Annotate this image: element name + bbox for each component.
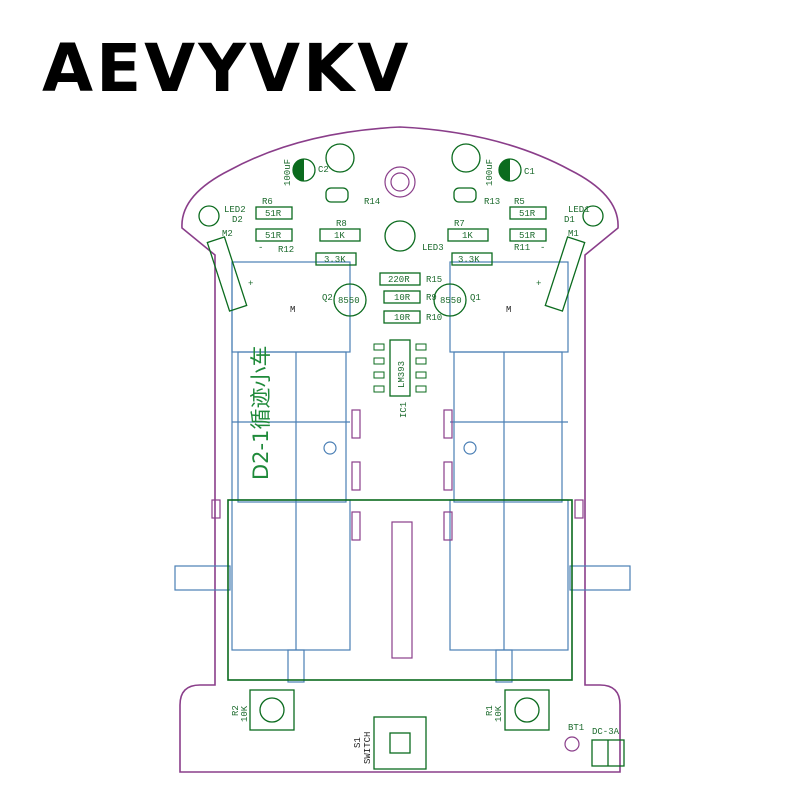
label-10r-b: 10R bbox=[394, 313, 411, 323]
label-220r: 220R bbox=[388, 275, 410, 285]
label-r9: R9 bbox=[426, 293, 437, 303]
label-r10: R10 bbox=[426, 313, 442, 323]
side-sensors bbox=[206, 236, 586, 312]
label-led2: LED2 bbox=[224, 205, 246, 215]
label-motor-right: M bbox=[506, 305, 511, 315]
label-r12: R12 bbox=[278, 245, 294, 255]
label-m1: M1 bbox=[568, 229, 579, 239]
label-r11-val: 51R bbox=[519, 231, 536, 241]
ic-chip bbox=[373, 339, 427, 397]
label-plus-left: + bbox=[248, 279, 253, 289]
brand-logo: AEVYVKV bbox=[42, 30, 412, 107]
label-r8-val: 1K bbox=[334, 231, 345, 241]
power-switch bbox=[373, 716, 427, 770]
label-minus-left: - bbox=[258, 243, 263, 253]
label-r7: R7 bbox=[454, 219, 465, 229]
caps-leds bbox=[198, 143, 604, 252]
label-led3: LED3 bbox=[422, 243, 444, 253]
dc-connector bbox=[591, 739, 625, 767]
label-r13: R13 bbox=[484, 197, 500, 207]
left-motor bbox=[174, 261, 351, 683]
label-minus-right: - bbox=[540, 243, 545, 253]
transistors bbox=[333, 283, 467, 317]
label-ic1: IC1 bbox=[399, 402, 409, 418]
label-10r-a: 10R bbox=[394, 293, 411, 303]
label-q1: Q1 bbox=[470, 293, 481, 303]
label-r11: R11 bbox=[514, 243, 530, 253]
right-motor bbox=[449, 261, 631, 683]
label-c2-val: 100uF bbox=[283, 159, 293, 186]
board-title: D2-1循迹小车 bbox=[249, 346, 273, 480]
mount-slots bbox=[211, 166, 584, 752]
label-r7-val: 1K bbox=[462, 231, 473, 241]
label-c1: C1 bbox=[524, 167, 535, 177]
label-ic-val: LM393 bbox=[397, 361, 407, 388]
label-r6: R6 bbox=[262, 197, 273, 207]
label-r5-val: 51R bbox=[519, 209, 536, 219]
label-led1: LED1 bbox=[568, 205, 590, 215]
label-q1-val: 8550 bbox=[440, 296, 462, 306]
label-r5: R5 bbox=[514, 197, 525, 207]
label-c2: C2 bbox=[318, 165, 329, 175]
label-r1: R1 bbox=[485, 705, 495, 716]
label-plus-right: + bbox=[536, 279, 541, 289]
label-r14: R14 bbox=[364, 197, 380, 207]
label-r12-val: 51R bbox=[265, 231, 282, 241]
label-r8: R8 bbox=[336, 219, 347, 229]
label-bt1: BT1 bbox=[568, 723, 584, 733]
label-c1-val: 100uF bbox=[485, 159, 495, 186]
label-left-33k: 3.3K bbox=[324, 255, 346, 265]
label-s1: S1 bbox=[353, 737, 363, 748]
potentiometers bbox=[249, 689, 550, 731]
label-m2: M2 bbox=[222, 229, 233, 239]
label-q2: Q2 bbox=[322, 293, 333, 303]
label-r1-val: 10K bbox=[494, 705, 504, 722]
resistors bbox=[255, 206, 547, 324]
label-q2-val: 8550 bbox=[338, 296, 360, 306]
label-dc: DC-3A bbox=[592, 727, 620, 737]
label-r2: R2 bbox=[231, 705, 241, 716]
battery-frame bbox=[227, 499, 573, 681]
board-outline bbox=[179, 126, 621, 773]
label-d2: D2 bbox=[232, 215, 243, 225]
label-motor-left: M bbox=[290, 305, 295, 315]
label-r6-val: 51R bbox=[265, 209, 282, 219]
label-r15: R15 bbox=[426, 275, 442, 285]
label-r2-val: 10K bbox=[240, 705, 250, 722]
label-right-33k: 3.3K bbox=[458, 255, 480, 265]
label-switch: SWITCH bbox=[363, 732, 373, 764]
label-d1: D1 bbox=[564, 215, 575, 225]
